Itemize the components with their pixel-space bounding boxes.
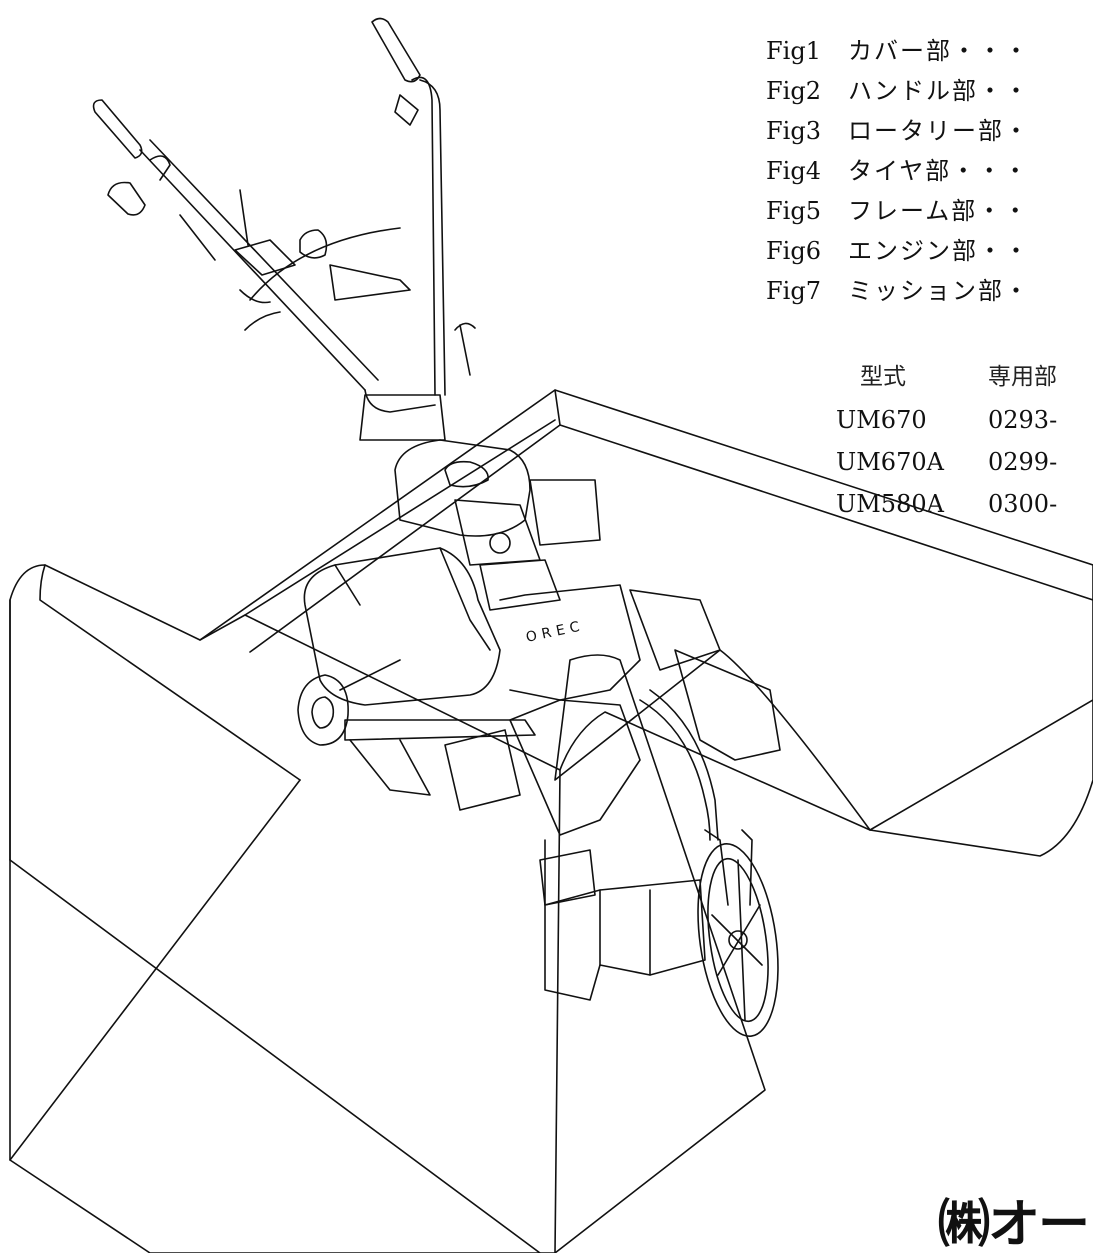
fig-name: ミッション部・ <box>848 277 1030 305</box>
company-logo: ㈱オー <box>938 1195 1090 1255</box>
model-header: 型式 <box>860 364 906 390</box>
fig-number: Fig6 <box>766 237 821 265</box>
ridge-base <box>9 389 1093 1253</box>
fig-item[interactable]: Fig3 ロータリー部・ <box>766 114 1030 148</box>
fig-name: ロータリー部・ <box>848 117 1030 145</box>
fig-item[interactable]: Fig1 カバー部・・・ <box>766 34 1030 68</box>
model-cell: UM670A <box>836 448 944 476</box>
model-cell: UM580A <box>836 490 944 518</box>
fig-item[interactable]: Fig2 ハンドル部・・ <box>766 74 1030 108</box>
fig-number: Fig5 <box>766 197 821 225</box>
frame <box>297 547 781 1001</box>
part-cell: 0299- <box>988 448 1058 476</box>
engine <box>359 394 601 611</box>
fig-name: タイヤ部・・・ <box>848 157 1030 185</box>
part-header: 専用部 <box>988 364 1057 390</box>
part-cell: 0300- <box>988 490 1058 518</box>
fig-item[interactable]: Fig6 エンジン部・・ <box>766 234 1030 268</box>
fig-name: エンジン部・・ <box>848 237 1030 265</box>
front-wheel <box>639 689 779 1038</box>
part-cell: 0293- <box>988 406 1058 434</box>
fig-name: ハンドル部・・ <box>848 77 1030 105</box>
fig-number: Fig2 <box>766 77 821 105</box>
fig-item[interactable]: Fig7 ミッション部・ <box>766 274 1030 308</box>
fig-item[interactable]: Fig5 フレーム部・・ <box>766 194 1029 228</box>
model-cell: UM670 <box>836 406 927 434</box>
fig-number: Fig7 <box>766 277 821 305</box>
machine-brand-mark: OREC <box>525 618 586 646</box>
fig-number: Fig1 <box>766 37 821 65</box>
fig-item[interactable]: Fig4 タイヤ部・・・ <box>766 154 1029 188</box>
fig-name: カバー部・・・ <box>848 37 1030 65</box>
fig-number: Fig4 <box>766 157 821 185</box>
fig-name: フレーム部・・ <box>848 197 1030 225</box>
fig-number: Fig3 <box>766 117 821 145</box>
handles <box>92 17 476 413</box>
